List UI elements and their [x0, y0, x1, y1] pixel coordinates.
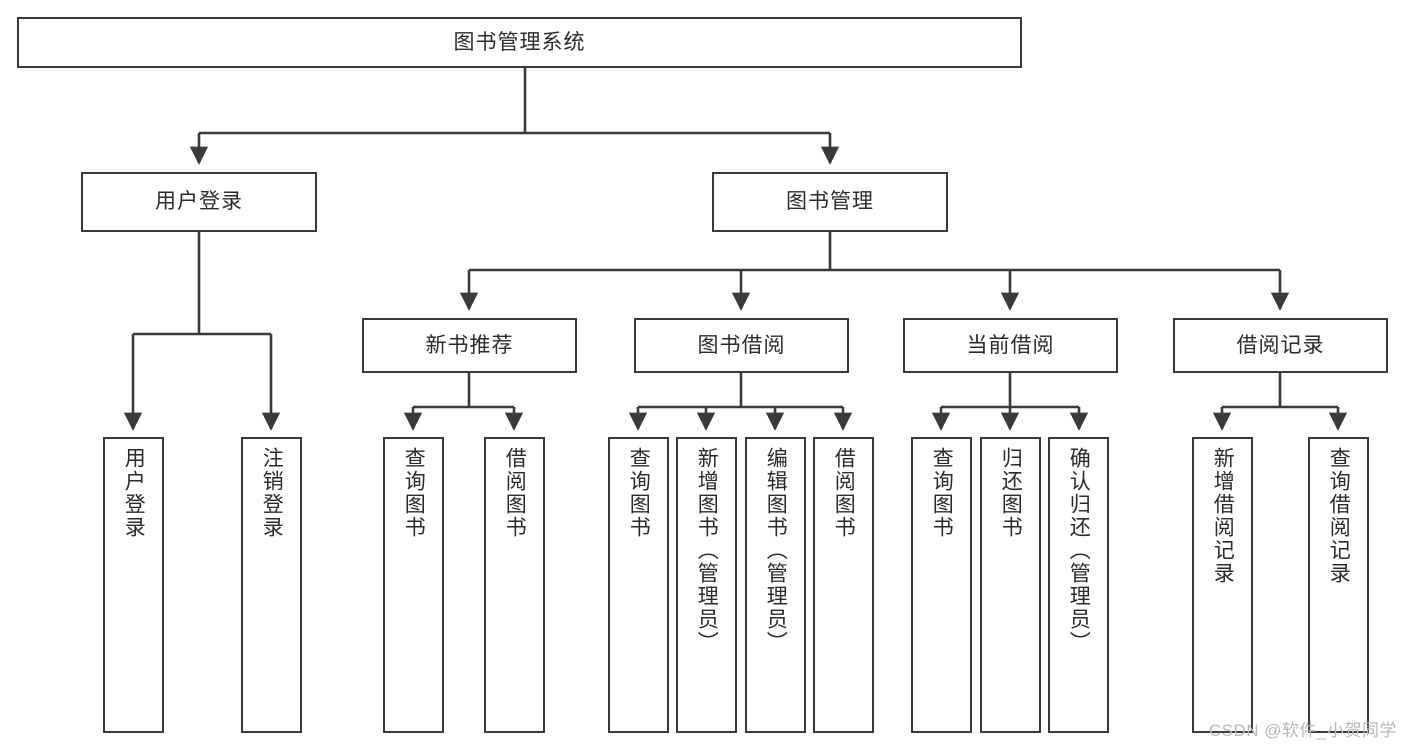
leaf-edit-book-admin[interactable]: 编辑图书（管理员）: [745, 437, 806, 733]
node-label: 用户登录: [155, 190, 243, 214]
node-borrow-record[interactable]: 借阅记录: [1173, 318, 1388, 373]
node-label: 借阅记录: [1236, 333, 1325, 357]
node-label: 借阅图书: [832, 447, 856, 539]
node-label: 图书管理系统: [453, 30, 586, 54]
node-book-management[interactable]: 图书管理: [712, 172, 948, 232]
leaf-query-book-current[interactable]: 查询图书: [911, 437, 972, 733]
node-label: 图书管理: [786, 190, 874, 214]
leaf-borrow-book-new[interactable]: 借阅图书: [484, 437, 545, 733]
node-label: 查询图书: [402, 447, 426, 539]
node-label: 图书借阅: [697, 333, 786, 357]
leaf-return-book[interactable]: 归还图书: [980, 437, 1041, 733]
leaf-query-borrow-record[interactable]: 查询借阅记录: [1308, 437, 1369, 733]
leaf-query-book-borrow[interactable]: 查询图书: [608, 437, 669, 733]
node-label: 归还图书: [999, 447, 1023, 539]
node-book-borrow[interactable]: 图书借阅: [634, 318, 849, 373]
watermark-text: CSDN @软件_小贺同学: [1208, 721, 1397, 740]
node-label: 确认归还（管理员）: [1067, 447, 1091, 654]
leaf-add-borrow-record[interactable]: 新增借阅记录: [1192, 437, 1253, 733]
node-label: 新增图书（管理员）: [695, 447, 719, 654]
node-label: 查询图书: [930, 447, 954, 539]
leaf-add-book-admin[interactable]: 新增图书（管理员）: [676, 437, 737, 733]
leaf-borrow-book[interactable]: 借阅图书: [813, 437, 874, 733]
node-current-borrow[interactable]: 当前借阅: [903, 318, 1118, 373]
node-label: 借阅图书: [503, 447, 527, 539]
node-label: 新增借阅记录: [1211, 447, 1235, 585]
node-label: 注销登录: [260, 447, 284, 539]
node-user-login[interactable]: 用户登录: [81, 172, 317, 232]
node-label: 当前借阅: [966, 333, 1055, 357]
leaf-user-login[interactable]: 用户登录: [103, 437, 164, 733]
node-new-book-recommend[interactable]: 新书推荐: [362, 318, 577, 373]
node-label: 用户登录: [122, 447, 146, 539]
node-root-system[interactable]: 图书管理系统: [17, 17, 1022, 68]
leaf-query-book-new[interactable]: 查询图书: [383, 437, 444, 733]
leaf-logout[interactable]: 注销登录: [241, 437, 302, 733]
node-label: 编辑图书（管理员）: [764, 447, 788, 654]
node-label: 查询借阅记录: [1327, 447, 1351, 585]
node-label: 新书推荐: [425, 333, 514, 357]
leaf-confirm-return-admin[interactable]: 确认归还（管理员）: [1048, 437, 1109, 733]
node-label: 查询图书: [627, 447, 651, 539]
